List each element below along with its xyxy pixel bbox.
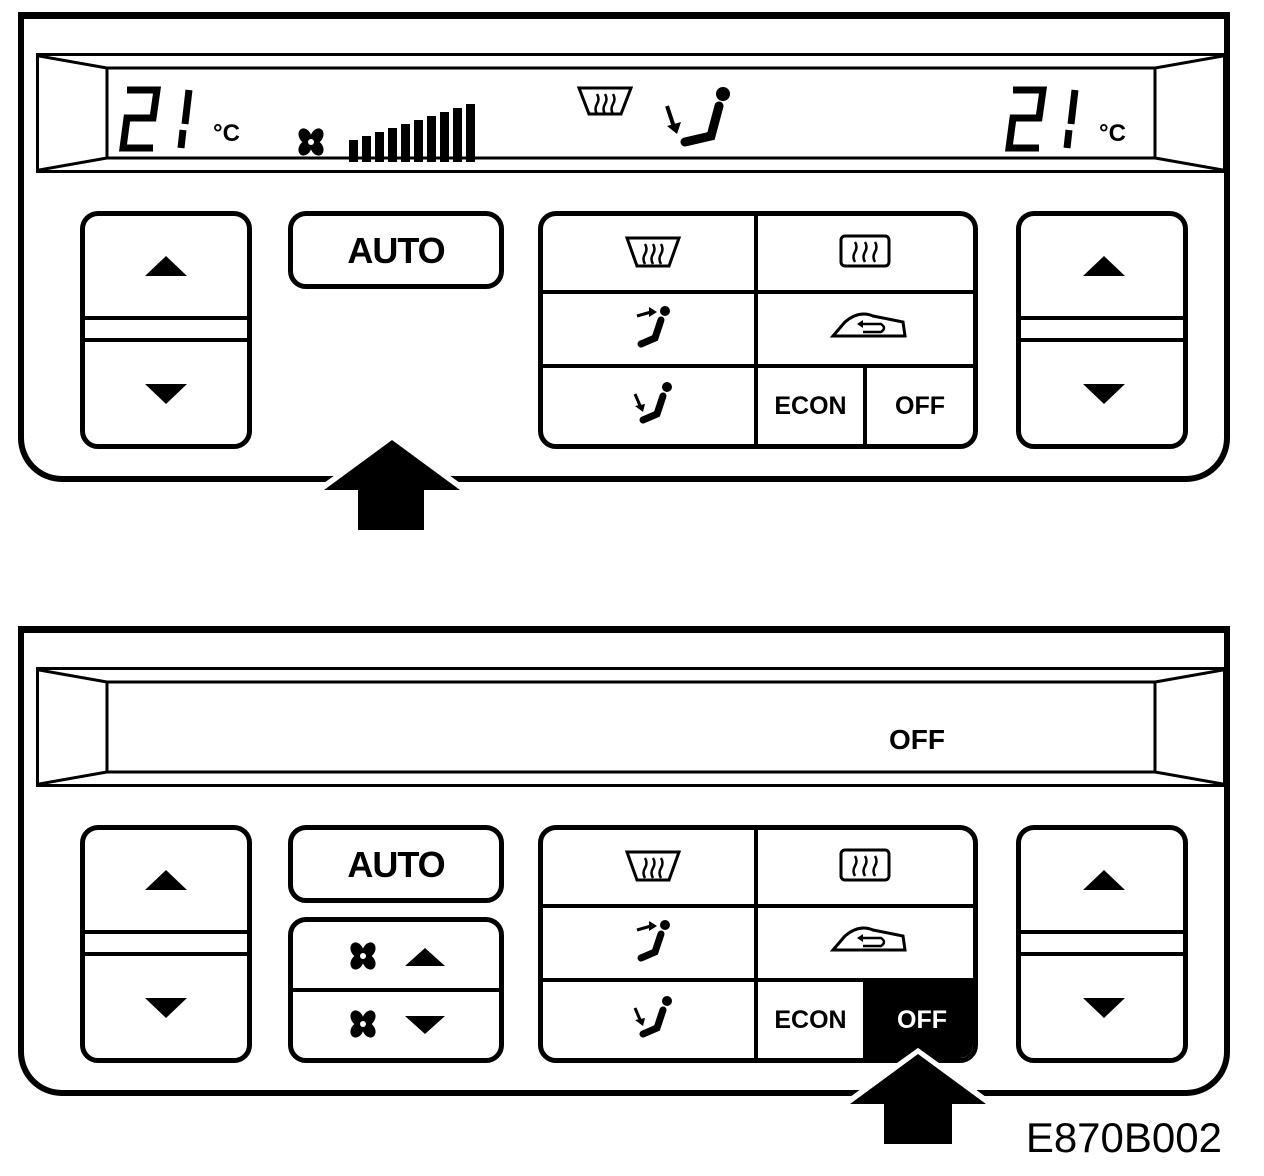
temp-up-arrow-icon[interactable] — [145, 256, 187, 278]
right-temp-rocker[interactable] — [1016, 825, 1188, 1063]
temp-up-arrow-icon[interactable] — [1083, 256, 1125, 278]
foot-vent-button-icon[interactable] — [631, 380, 675, 426]
display-status-off: OFF — [889, 724, 945, 755]
temp-down-arrow-icon[interactable] — [145, 998, 187, 1020]
right-temp-rocker[interactable] — [1016, 211, 1188, 449]
rear-defrost-button-icon[interactable] — [839, 848, 891, 884]
fan-level-bar — [414, 120, 423, 162]
display-bevel — [39, 670, 1223, 784]
fan-level-bar — [349, 140, 358, 162]
climate-panel-top: °C °C — [18, 12, 1230, 482]
econ-button[interactable]: ECON — [758, 982, 863, 1058]
lcd-display-top: °C °C — [36, 53, 1226, 173]
face-vent-button-icon[interactable] — [633, 304, 673, 350]
econ-button[interactable]: ECON — [758, 368, 863, 444]
recirculation-button-icon[interactable] — [829, 922, 909, 958]
econ-label: ECON — [774, 392, 847, 420]
recirculation-button-icon[interactable] — [829, 308, 909, 344]
front-defrost-button-icon[interactable] — [624, 234, 682, 270]
left-temp-rocker[interactable] — [80, 211, 252, 449]
left-temp-rocker[interactable] — [80, 825, 252, 1063]
fan-level-bar — [466, 104, 475, 162]
fan-level-bar — [440, 112, 449, 162]
left-temp-digits — [119, 86, 193, 152]
auto-label: AUTO — [347, 230, 445, 271]
auto-button[interactable]: AUTO — [288, 825, 504, 903]
foot-vent-button-icon[interactable] — [631, 994, 675, 1040]
temp-down-arrow-icon[interactable] — [1083, 998, 1125, 1020]
fan-level-bar — [401, 124, 410, 162]
auto-label: AUTO — [347, 844, 445, 885]
left-temp-unit: °C — [213, 120, 240, 147]
fan-down-arrow-icon — [405, 1016, 445, 1034]
temp-down-arrow-icon[interactable] — [1083, 384, 1125, 406]
fan-icon — [350, 1010, 376, 1038]
off-label: OFF — [895, 392, 945, 420]
face-vent-button-icon[interactable] — [633, 918, 673, 964]
fan-up-arrow-icon — [405, 948, 445, 966]
fan-level-bar — [427, 116, 436, 162]
temp-up-arrow-icon[interactable] — [1083, 870, 1125, 892]
fan-down-button[interactable] — [293, 992, 499, 1058]
auto-button[interactable]: AUTO — [288, 211, 504, 289]
econ-label: ECON — [774, 1006, 847, 1034]
left-temp-readout: °C — [119, 84, 259, 154]
figure-code: E870B002 — [1025, 1114, 1222, 1161]
fan-speed-rocker — [288, 917, 504, 1063]
pointer-arrow-auto-icon — [317, 433, 467, 530]
right-temp-digits — [1005, 86, 1079, 152]
right-temp-unit: °C — [1099, 120, 1126, 147]
off-button-active[interactable]: OFF — [867, 982, 973, 1058]
fan-up-button[interactable] — [293, 922, 499, 988]
fan-level-bar — [362, 136, 371, 162]
fan-level-bar — [388, 128, 397, 162]
temp-down-arrow-icon[interactable] — [145, 384, 187, 406]
mode-button-grid: ECON OFF — [538, 825, 978, 1063]
off-button[interactable]: OFF — [867, 368, 973, 444]
foot-vent-mode-icon — [665, 87, 730, 147]
right-temp-readout: °C — [1005, 84, 1145, 154]
display-bevel — [39, 56, 1223, 170]
front-defrost-button-icon[interactable] — [624, 848, 682, 884]
fan-level-bar — [375, 132, 384, 162]
temp-up-arrow-icon[interactable] — [145, 870, 187, 892]
fan-icon — [350, 942, 376, 970]
fan-level-bar — [453, 108, 462, 162]
fan-icon — [298, 128, 324, 156]
fan-level-bars — [349, 104, 475, 162]
mode-button-grid: ECON OFF — [538, 211, 978, 449]
climate-panel-bottom: OFF AUTO — [18, 626, 1230, 1096]
lcd-display-bottom: OFF — [36, 667, 1226, 787]
pointer-arrow-off-icon — [843, 1047, 993, 1144]
rear-defrost-button-icon[interactable] — [839, 234, 891, 270]
windshield-defrost-icon — [576, 86, 634, 116]
off-label: OFF — [897, 1006, 947, 1034]
